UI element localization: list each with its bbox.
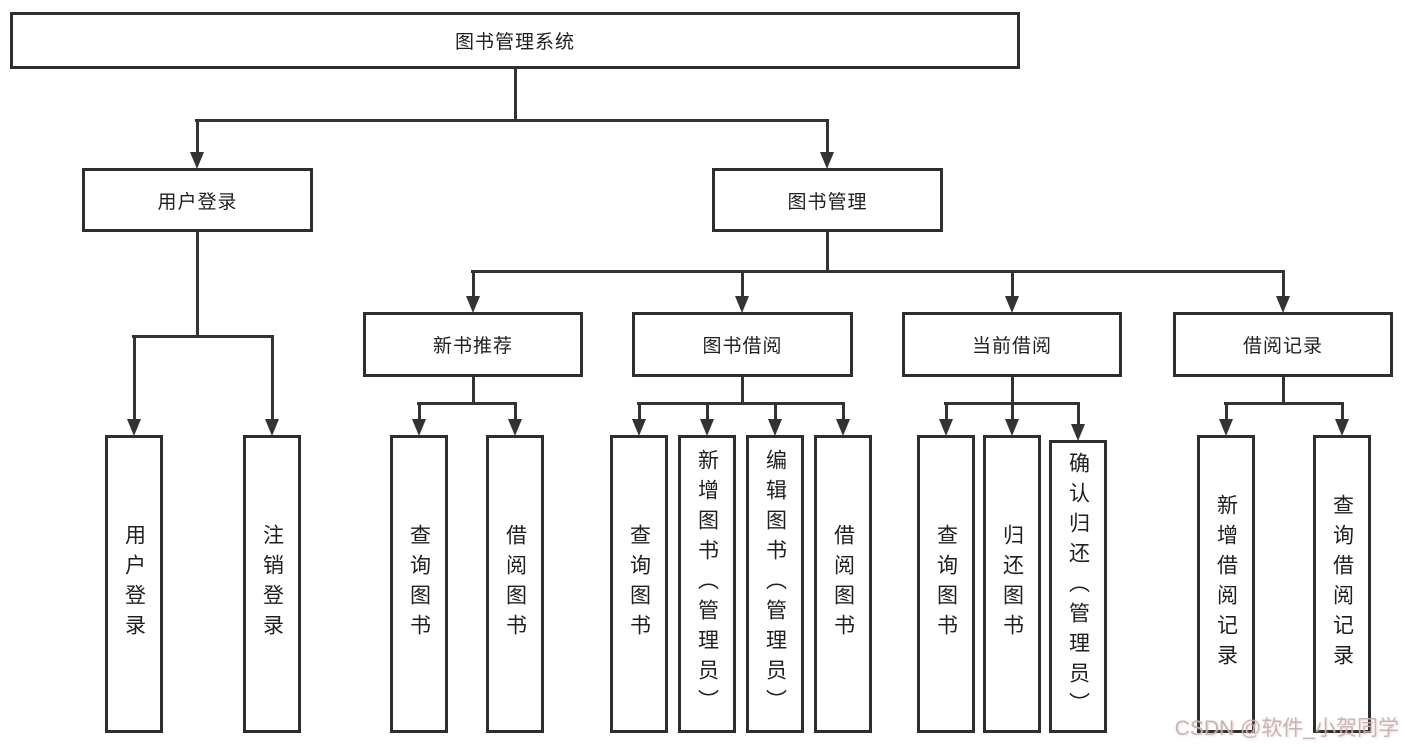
- node-leaf-add-borrow-record: 新增借阅记录: [1197, 435, 1255, 733]
- node-label: 新增借阅记录: [1214, 494, 1238, 674]
- arrowhead-down-icon: [508, 419, 522, 436]
- connector-line: [1224, 401, 1344, 405]
- connector-line: [705, 403, 709, 420]
- connector-line: [740, 271, 744, 297]
- csdn-watermark: CSDN @软件_小贺同学: [1174, 717, 1399, 740]
- node-label: 查询图书: [407, 524, 431, 644]
- connector-line: [1010, 271, 1014, 297]
- connector-line: [773, 403, 777, 420]
- node-library-management-system: 图书管理系统: [10, 12, 1020, 69]
- connector-line: [471, 269, 1285, 273]
- node-leaf-query-books-borrowing: 查询图书: [610, 435, 668, 733]
- node-label: 用户登录: [122, 524, 146, 644]
- connector-line: [944, 403, 948, 420]
- connector-line: [1281, 271, 1285, 297]
- connector-line: [841, 403, 845, 420]
- arrowhead-down-icon: [1005, 296, 1019, 313]
- connector-line: [637, 401, 845, 405]
- node-book-borrowing: 图书借阅: [632, 312, 853, 377]
- arrowhead-down-icon: [127, 419, 141, 436]
- node-user-login-branch: 用户登录: [82, 168, 313, 232]
- connector-line: [132, 336, 136, 420]
- connector-line: [471, 271, 475, 297]
- arrowhead-down-icon: [1005, 419, 1019, 436]
- node-leaf-confirm-return-admin: 确认归还（管理员）: [1049, 440, 1107, 733]
- connector-line: [132, 334, 274, 338]
- node-book-management-branch: 图书管理: [712, 168, 943, 232]
- arrowhead-down-icon: [412, 419, 426, 436]
- node-label: 查询图书: [934, 524, 958, 644]
- node-borrow-records: 借阅记录: [1173, 312, 1393, 377]
- connector-line: [513, 68, 517, 121]
- arrowhead-down-icon: [632, 419, 646, 436]
- connector-line: [1010, 403, 1014, 420]
- connector-line: [471, 377, 475, 405]
- connector-line: [270, 336, 274, 420]
- arrowhead-down-icon: [939, 419, 953, 436]
- node-label: 借阅图书: [831, 524, 855, 644]
- connector-line: [417, 401, 517, 405]
- node-leaf-logout: 注销登录: [243, 435, 301, 733]
- connector-line: [513, 403, 517, 420]
- connector-line: [195, 118, 829, 122]
- arrowhead-down-icon: [1219, 419, 1233, 436]
- connector-line: [417, 403, 421, 420]
- node-label: 查询图书: [627, 524, 651, 644]
- node-current-borrowing: 当前借阅: [902, 312, 1122, 377]
- arrowhead-down-icon: [820, 152, 834, 169]
- node-label: 确认归还（管理员）: [1066, 451, 1090, 722]
- node-leaf-query-books-newbook: 查询图书: [390, 435, 448, 733]
- connector-line: [1076, 403, 1080, 425]
- arrowhead-down-icon: [836, 419, 850, 436]
- connector-line: [195, 120, 199, 153]
- arrowhead-down-icon: [466, 296, 480, 313]
- arrowhead-down-icon: [265, 419, 279, 436]
- arrowhead-down-icon: [190, 152, 204, 169]
- connector-line: [1281, 377, 1285, 405]
- arrowhead-down-icon: [768, 419, 782, 436]
- node-label: 新增图书（管理员）: [695, 449, 719, 719]
- connector-line: [740, 377, 744, 405]
- node-label: 注销登录: [260, 524, 284, 644]
- connector-line: [825, 232, 829, 273]
- node-leaf-query-books-current: 查询图书: [917, 435, 975, 733]
- node-leaf-query-borrow-record: 查询借阅记录: [1313, 435, 1371, 733]
- arrowhead-down-icon: [1071, 424, 1085, 441]
- arrowhead-down-icon: [1276, 296, 1290, 313]
- arrowhead-down-icon: [1335, 419, 1349, 436]
- connector-line: [1340, 403, 1344, 420]
- node-leaf-borrow-books-borrowing: 借阅图书: [814, 435, 872, 733]
- node-label: 编辑图书（管理员）: [763, 449, 787, 719]
- node-leaf-return-books: 归还图书: [983, 435, 1041, 733]
- node-leaf-edit-books-admin: 编辑图书（管理员）: [746, 435, 804, 733]
- connector-line: [637, 403, 641, 420]
- connector-line: [195, 232, 199, 338]
- node-new-book-recommend: 新书推荐: [363, 312, 583, 377]
- node-leaf-add-books-admin: 新增图书（管理员）: [678, 435, 736, 733]
- arrowhead-down-icon: [735, 296, 749, 313]
- connector-line: [1224, 403, 1228, 420]
- node-label: 归还图书: [1000, 524, 1024, 644]
- node-leaf-user-login: 用户登录: [105, 435, 163, 733]
- node-label: 查询借阅记录: [1330, 494, 1354, 674]
- connector-line: [825, 120, 829, 153]
- node-leaf-borrow-books-newbook: 借阅图书: [486, 435, 544, 733]
- node-label: 借阅图书: [503, 524, 527, 644]
- connector-line: [1010, 377, 1014, 405]
- arrowhead-down-icon: [700, 419, 714, 436]
